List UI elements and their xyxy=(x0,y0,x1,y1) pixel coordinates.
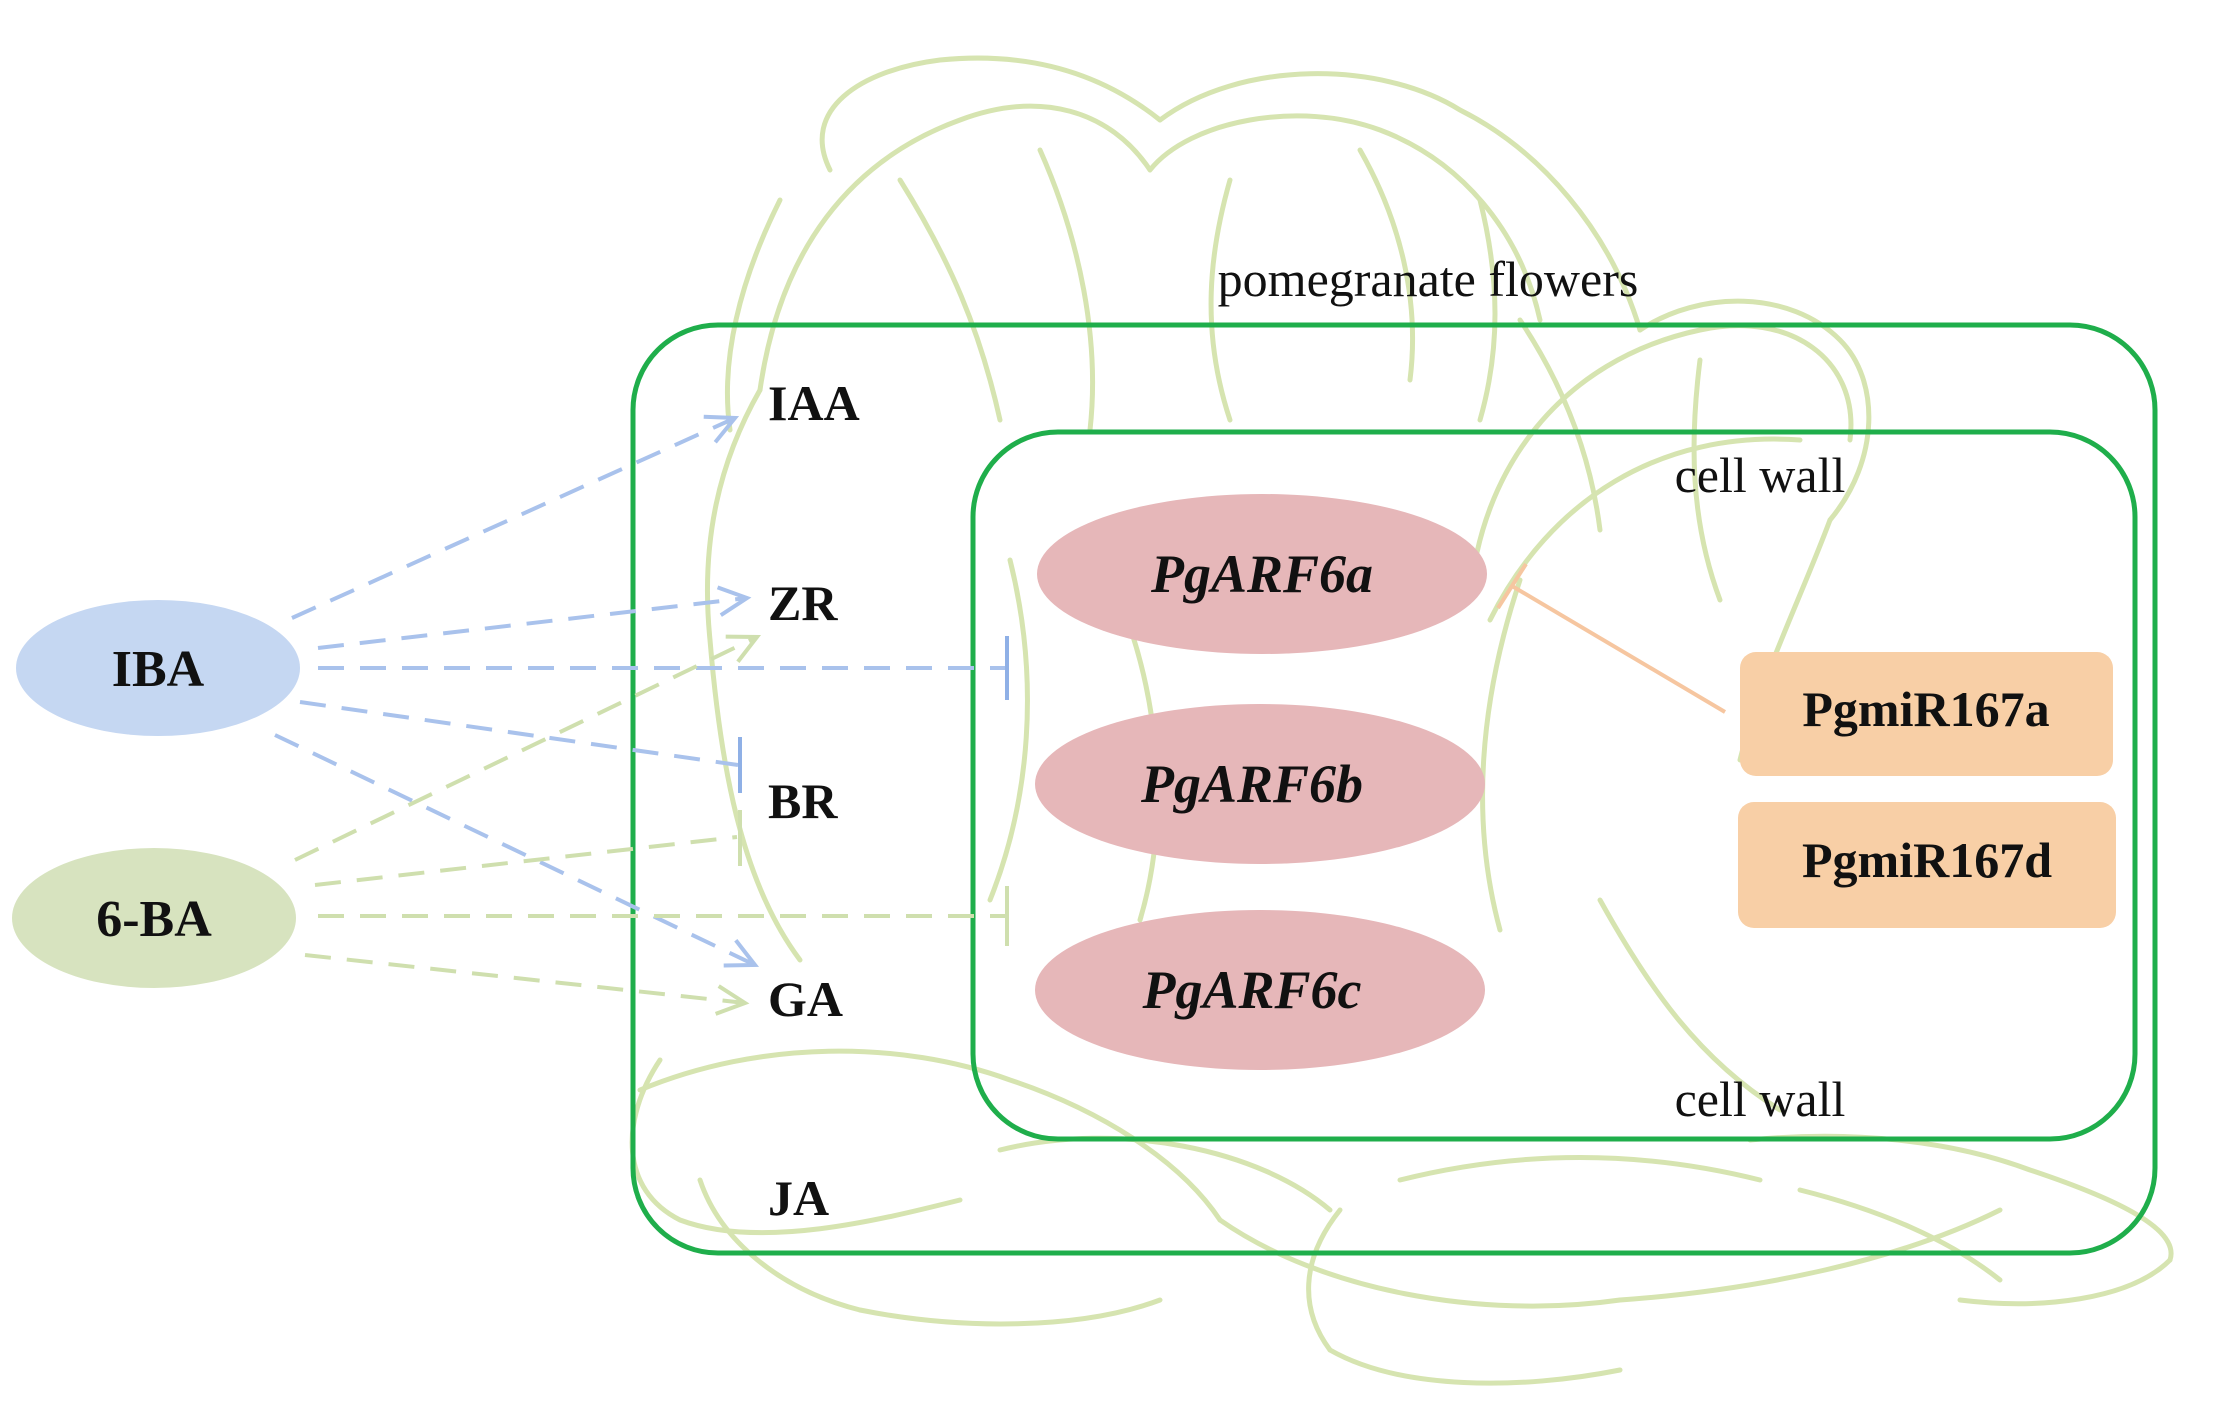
mirna-pgmir167a: PgmiR167a xyxy=(1740,652,2113,776)
source-6ba: 6-BA xyxy=(12,848,296,988)
tbar-pgmir167a-pgarf6a xyxy=(1496,562,1528,610)
edge-6ba-to-ga xyxy=(304,953,750,1016)
edges xyxy=(274,414,1727,1016)
gene-pgarf6c-label: PgARF6c xyxy=(1141,960,1361,1020)
gene-pgarf6b-shape xyxy=(1035,704,1485,864)
source-iba: IBA xyxy=(16,600,300,736)
source-6ba-label: 6-BA xyxy=(96,891,212,948)
edge-iba-to-iaa xyxy=(291,414,740,620)
gene-pgarf6a: PgARF6a xyxy=(1037,494,1487,654)
gene-pgarf6b: PgARF6b xyxy=(1035,704,1485,864)
hormone-iaa: IAA xyxy=(768,375,860,431)
mirna-pgmir167a-label: PgmiR167a xyxy=(1802,681,2049,737)
source-iba-shape xyxy=(16,600,300,736)
pomegranate-flower-sketch xyxy=(629,55,2174,1386)
gene-pgarf6a-label: PgARF6a xyxy=(1150,544,1373,604)
edge-6ba-to-zr xyxy=(294,634,762,862)
gene-pgarf6a-shape xyxy=(1037,494,1487,654)
mirna-pgmir167d-label: PgmiR167d xyxy=(1802,832,2052,888)
hormone-ga: GA xyxy=(768,971,843,1027)
inner-container-cell-wall xyxy=(970,429,2138,1142)
outer-container-pomegranate-flowers xyxy=(630,322,2158,1256)
gene-pgarf6b-label: PgARF6b xyxy=(1140,754,1363,814)
edge-pgmir167a-to-pgarf6a xyxy=(1510,584,1727,714)
source-6ba-shape xyxy=(12,848,296,988)
inner-container-label-bottom: cell wall xyxy=(1675,1071,1846,1127)
mirna-pgmir167d: PgmiR167d xyxy=(1738,802,2116,928)
edge-6ba-to-br xyxy=(314,835,738,887)
mirna-pgmir167a-shape xyxy=(1740,652,2113,776)
source-iba-label: IBA xyxy=(112,641,205,698)
hormone-zr: ZR xyxy=(768,575,838,631)
edge-iba-to-ga xyxy=(274,733,760,968)
inner-container-label-top: cell wall xyxy=(1675,447,1846,503)
edge-iba-to-br xyxy=(299,700,739,767)
mirna-pgmir167d-shape xyxy=(1738,802,2116,928)
hormone-br: BR xyxy=(768,773,838,829)
gene-pgarf6c: PgARF6c xyxy=(1035,910,1485,1070)
hormone-ja: JA xyxy=(768,1170,829,1226)
gene-pgarf6c-shape xyxy=(1035,910,1485,1070)
outer-container-label: pomegranate flowers xyxy=(1218,251,1639,307)
edge-iba-to-zr xyxy=(317,585,752,650)
